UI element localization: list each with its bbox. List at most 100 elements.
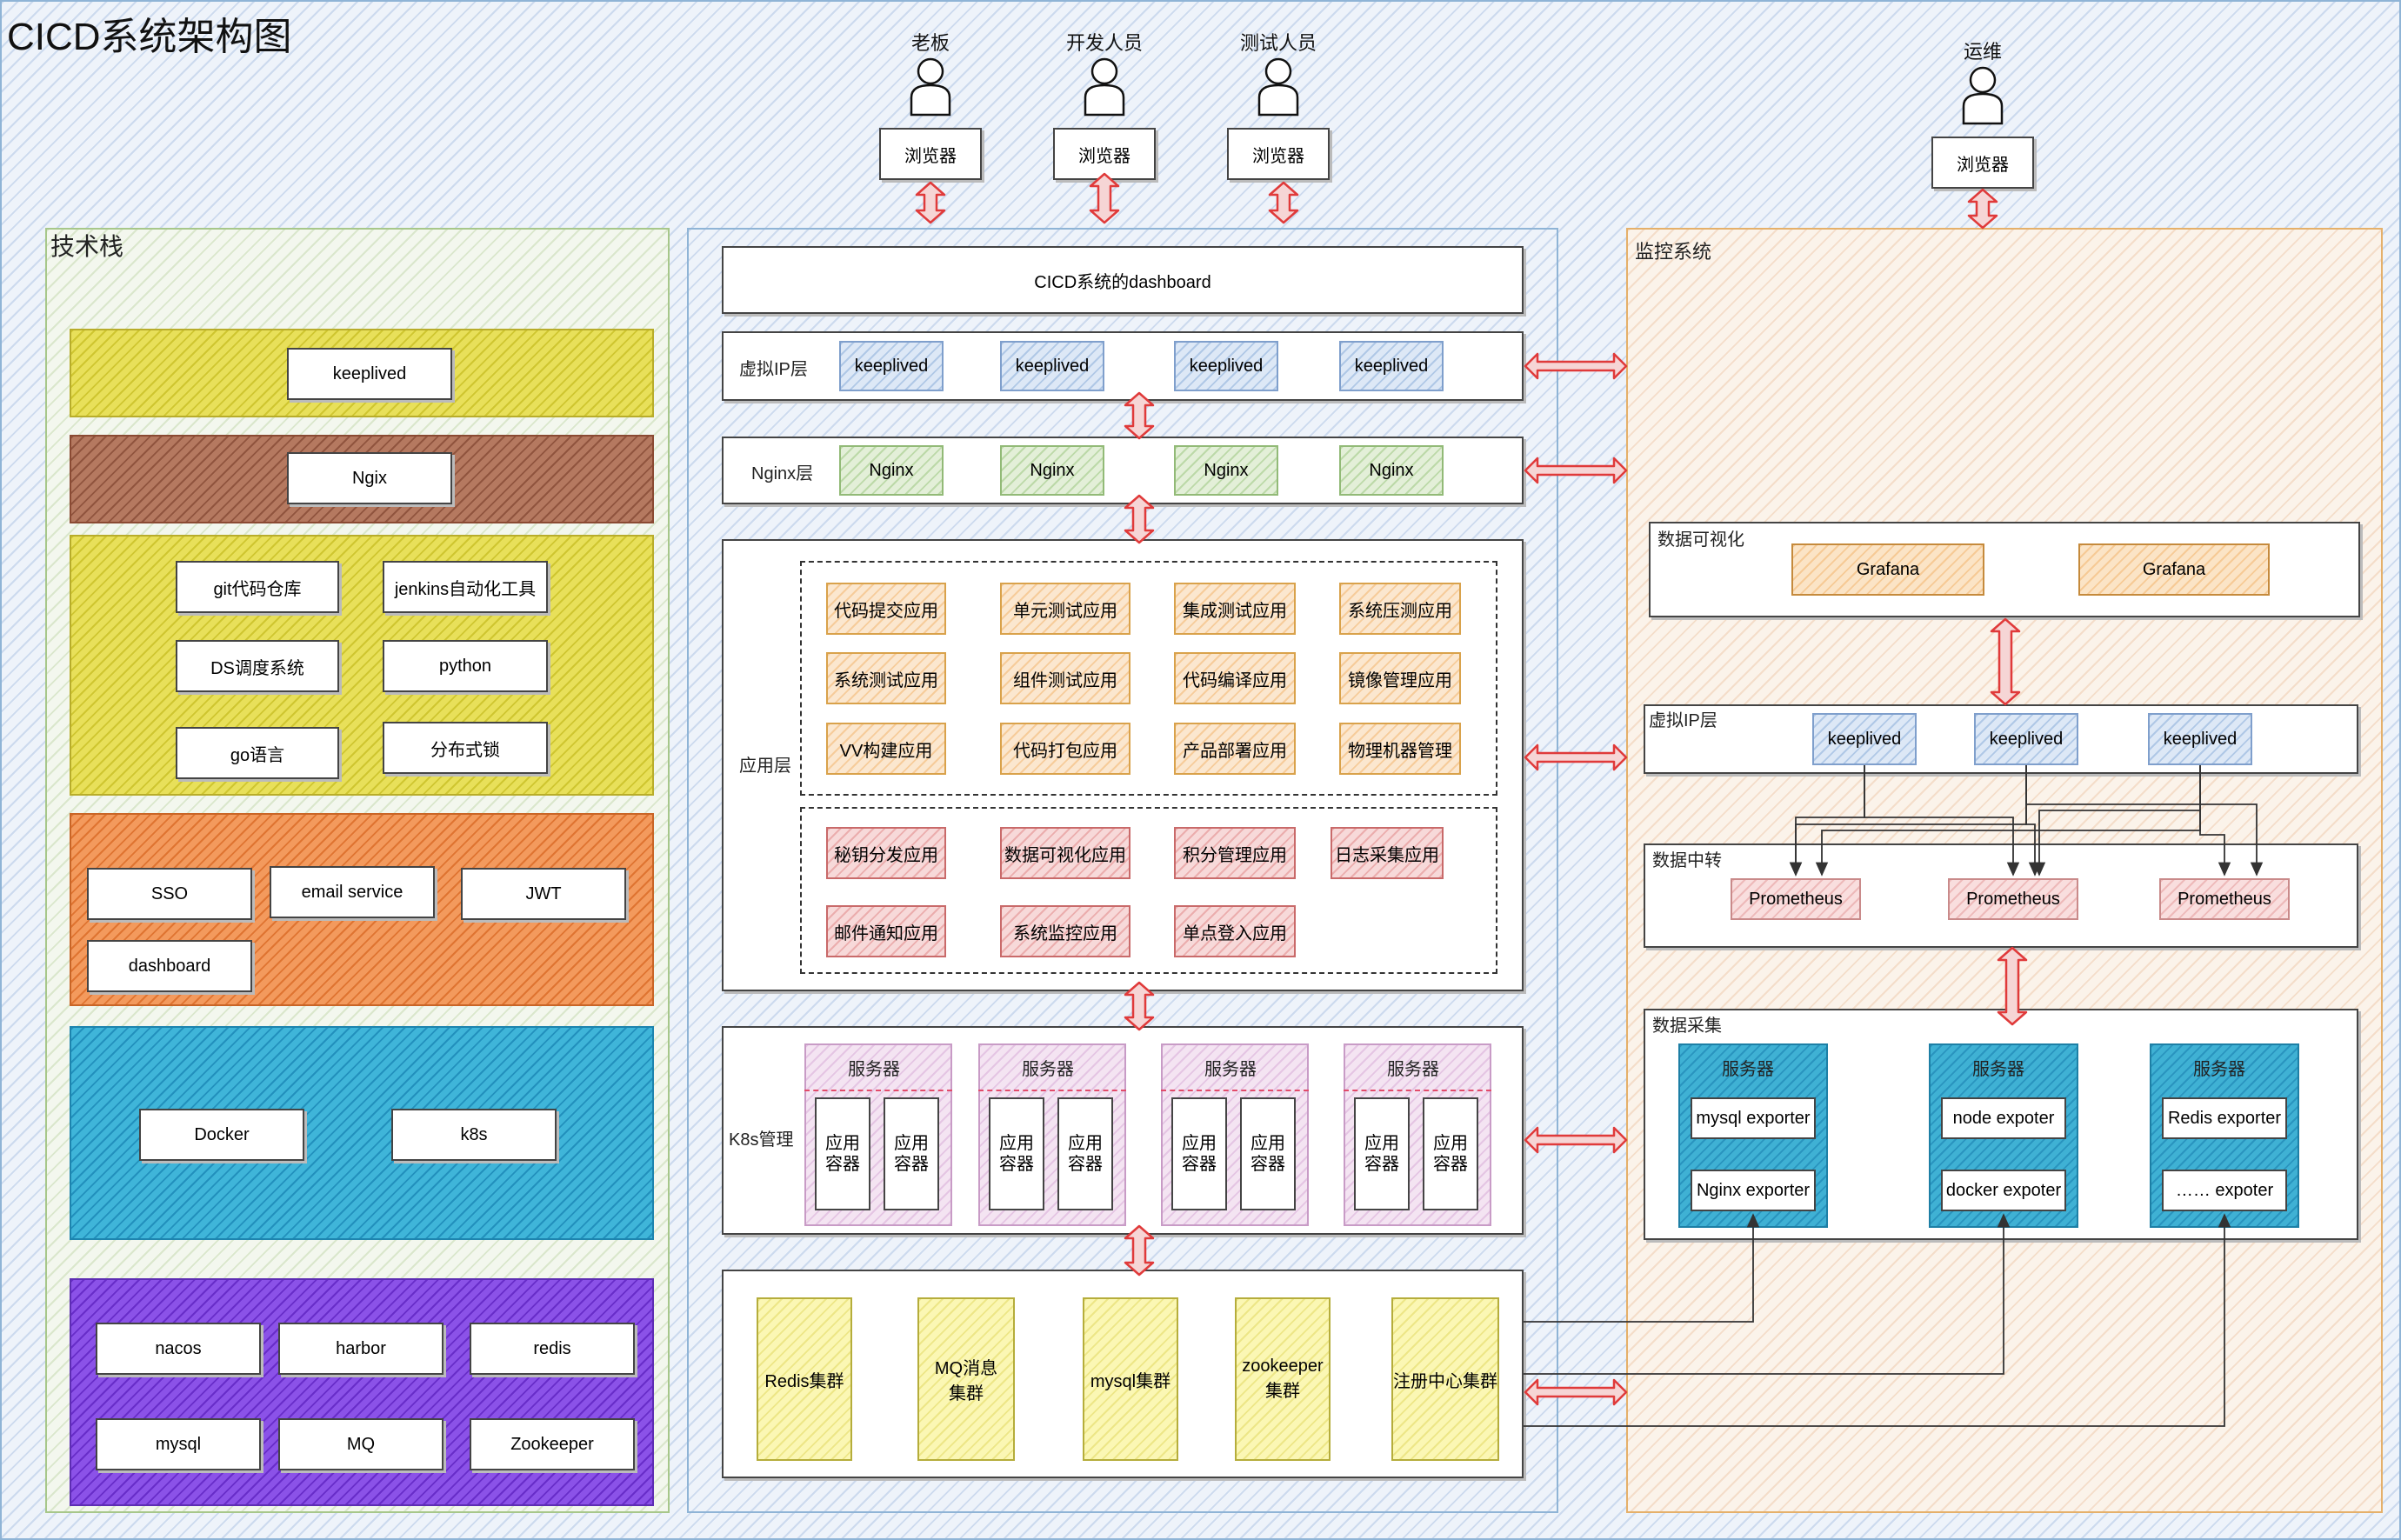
cluster-node: Redis集群	[757, 1297, 852, 1461]
tech-item: 分布式锁	[383, 722, 548, 774]
cluster-node: mysql集群	[1083, 1297, 1178, 1461]
app-item: 系统压测应用	[1339, 583, 1461, 635]
k8s-server-label: 服务器	[848, 1060, 900, 1079]
grafana-node: Grafana	[1791, 543, 1984, 596]
cluster-node: MQ消息集群	[917, 1297, 1015, 1461]
app-item: 积分管理应用	[1174, 827, 1296, 879]
tech-item: SSO	[87, 868, 252, 920]
tech-item: k8s	[391, 1109, 557, 1161]
app-group-support	[800, 807, 1497, 974]
tech-item: Zookeeper	[470, 1418, 635, 1470]
app-item: 系统测试应用	[826, 652, 946, 704]
k8s-server-divider	[1161, 1090, 1309, 1091]
app-item: 单元测试应用	[1000, 583, 1130, 635]
keeplived-node: keeplived	[2148, 713, 2252, 765]
browser-box: 浏览器	[879, 128, 982, 180]
tech-item: nacos	[96, 1323, 261, 1375]
person-icon	[1257, 57, 1299, 117]
cluster-to-exporter-lines	[1524, 1213, 2231, 1427]
user-ops: 运维	[1931, 37, 2035, 130]
double-arrows	[915, 172, 2028, 1406]
cluster-label: zookeeper集群	[1242, 1357, 1324, 1401]
vip-layer-label: 虚拟IP层	[739, 360, 808, 379]
app-item: 数据可视化应用	[1000, 827, 1130, 879]
user-label: 运维	[1963, 41, 2002, 63]
nginx-node: Nginx	[1174, 445, 1278, 496]
app-container: 应用容器	[1240, 1097, 1296, 1210]
person-icon	[1084, 57, 1125, 117]
cluster-label: MQ消息集群	[934, 1359, 998, 1403]
tech-item: keeplived	[287, 348, 452, 400]
app-item: 产品部署应用	[1174, 723, 1296, 775]
tech-item: Docker	[139, 1109, 304, 1161]
nginx-node: Nginx	[1339, 445, 1444, 496]
app-container: 应用容器	[815, 1097, 870, 1210]
app-item: VV构建应用	[826, 723, 946, 775]
user-boss: 老板	[878, 28, 983, 121]
diagram-title: CICD系统架构图	[7, 16, 292, 58]
app-item: 代码提交应用	[826, 583, 946, 635]
user-label: 老板	[910, 32, 950, 54]
app-group-cicd	[800, 561, 1497, 796]
app-item: 镜像管理应用	[1339, 652, 1461, 704]
container-label: 应用容器	[825, 1134, 860, 1174]
cicd-main-panel	[687, 228, 1558, 1513]
visualization-label: 数据可视化	[1657, 530, 1744, 550]
container-label: 应用容器	[1364, 1134, 1399, 1174]
keeplived-node: keeplived	[839, 341, 944, 391]
app-layer-label: 应用层	[739, 757, 791, 776]
app-item: 日志采集应用	[1331, 827, 1444, 879]
browser-box: 浏览器	[1227, 128, 1330, 180]
tech-item: jenkins自动化工具	[383, 561, 548, 613]
tech-item: email service	[270, 866, 435, 918]
browser-box: 浏览器	[1931, 137, 2034, 189]
tech-item: go语言	[176, 727, 339, 779]
monitor-vip-label: 虚拟IP层	[1649, 711, 1717, 730]
vip-to-prometheus-lines	[1789, 765, 2264, 877]
exporter-box: Nginx exporter	[1691, 1170, 1816, 1211]
user-label: 开发人员	[1065, 32, 1143, 54]
prometheus-node: Prometheus	[1948, 878, 2078, 920]
tech-item: git代码仓库	[176, 561, 339, 613]
app-container: 应用容器	[1423, 1097, 1478, 1210]
k8s-layer-label: K8s管理	[729, 1130, 794, 1150]
keeplived-node: keeplived	[1812, 713, 1917, 765]
grafana-node: Grafana	[2078, 543, 2270, 596]
user-developer: 开发人员	[1052, 28, 1157, 121]
collect-server-label: 服务器	[1972, 1060, 2024, 1079]
tech-item: redis	[470, 1323, 635, 1375]
app-item: 代码编译应用	[1174, 652, 1296, 704]
tech-group-proxy	[70, 435, 654, 523]
tech-item: dashboard	[87, 940, 252, 992]
exporter-box: node expoter	[1941, 1097, 2066, 1139]
k8s-server-divider	[804, 1090, 952, 1091]
person-icon	[1962, 66, 2004, 125]
k8s-server-label: 服务器	[1387, 1060, 1439, 1079]
collect-server-label: 服务器	[2193, 1060, 2245, 1079]
container-label: 应用容器	[894, 1134, 929, 1174]
app-item: 单点登入应用	[1174, 905, 1296, 957]
cluster-node: zookeeper集群	[1235, 1297, 1331, 1461]
container-label: 应用容器	[1433, 1134, 1468, 1174]
app-item: 系统监控应用	[1000, 905, 1130, 957]
container-label: 应用容器	[1182, 1134, 1217, 1174]
app-container: 应用容器	[1057, 1097, 1113, 1210]
tech-item: DS调度系统	[176, 640, 339, 692]
nginx-node: Nginx	[839, 445, 944, 496]
tech-item: python	[383, 640, 548, 692]
container-label: 应用容器	[999, 1134, 1034, 1174]
cluster-node: 注册中心集群	[1391, 1297, 1499, 1461]
tech-stack-title: 技术栈	[50, 233, 124, 260]
exporter-box: Redis exporter	[2162, 1097, 2287, 1139]
app-container: 应用容器	[1171, 1097, 1227, 1210]
k8s-server-label: 服务器	[1022, 1060, 1074, 1079]
keeplived-node: keeplived	[1974, 713, 2078, 765]
person-icon	[910, 57, 951, 117]
k8s-server-divider	[1344, 1090, 1491, 1091]
relay-label: 数据中转	[1652, 851, 1722, 870]
tech-item: mysql	[96, 1418, 261, 1470]
keeplived-node: keeplived	[1174, 341, 1278, 391]
app-container: 应用容器	[989, 1097, 1044, 1210]
